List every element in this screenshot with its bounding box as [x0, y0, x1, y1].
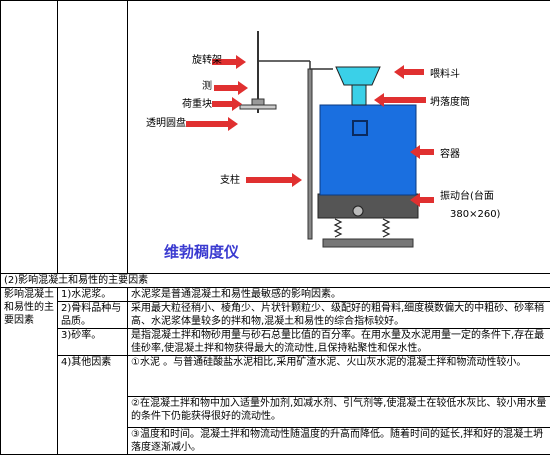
label-load-block: 荷重块 [182, 97, 212, 110]
factor-category-cell: 影响混凝土和易性的主要因素 [0, 287, 58, 455]
label-container: 容器 [440, 147, 460, 160]
diagram-title: 维勃稠度仪 [164, 243, 240, 261]
factor-label-sand-ratio: 3)砂率。 [57, 328, 128, 356]
arrow-load-block [212, 97, 242, 111]
arrow-hopper [394, 65, 424, 79]
other-item-temperature: ③温度和时间。混凝土拌和物流动性随温度的升高而降低。随着时间的延长,拌和好的混凝… [127, 427, 550, 455]
arrow-post [246, 173, 302, 187]
label-vibration-table: 振动台(台面 [440, 189, 494, 202]
label-rotating-frame: 旋转架 [192, 53, 222, 66]
arrow-rod [214, 81, 248, 95]
spring-left [333, 218, 343, 238]
other-item-admixture: ②在混凝土拌和物中加入适量外加剂,如减水剂、引气剂等,使混凝土在较低水灰比、较小… [127, 396, 550, 428]
factor-text-sand-ratio: 是指混凝土拌和物砂用量与砂石总量比值的百分率。在用水量及水泥用量一定的条件下,存… [127, 328, 550, 356]
label-rod: 测 [202, 79, 212, 92]
factor-label-aggregate: 2)骨料品种与品质。 [57, 301, 128, 329]
arrow-container [410, 145, 434, 159]
label-transparent-disc: 透明圆盘 [146, 116, 186, 129]
label-hopper: 喂料斗 [430, 67, 460, 80]
label-post: 支柱 [220, 173, 240, 186]
blank-cell-2 [57, 0, 128, 274]
vibration-table [317, 193, 419, 219]
diagram-svg: 旋转架 测 荷重块 透明圆盘 喂料斗 坍落度筒 容器 支柱 振动台(台面 380… [146, 31, 501, 261]
support-post [307, 68, 313, 240]
vebe-consistometer-diagram: 旋转架 测 荷重块 透明圆盘 喂料斗 坍落度筒 容器 支柱 振动台(台面 380… [127, 0, 550, 274]
base-plate [322, 238, 414, 248]
hopper-funnel [335, 66, 381, 86]
label-fixing-screw: 坍落度筒 [430, 95, 470, 108]
factor-text-aggregate: 采用最大粒径稍小、棱角少、片状针颗粒少、级配好的粗骨料,细度模数偏大的中粗砂、砂… [127, 301, 550, 329]
factor-text-cement: 水泥浆是普通混凝土和易性最敏感的影响因素。 [127, 287, 550, 302]
transparent-disc [239, 104, 277, 110]
section-heading: (2)影响混凝土和易性的主要因素 [0, 273, 550, 288]
load-block [251, 98, 265, 106]
label-vibration-size: 380×260) [450, 209, 501, 220]
arrow-rotating-frame [212, 55, 246, 69]
spring-right [381, 218, 391, 238]
factor-label-other: 4)其他因素 [57, 355, 128, 455]
container-handle [352, 120, 368, 136]
hopper-neck [351, 84, 367, 106]
motor-circle [352, 205, 364, 217]
arrow-vibration-table [410, 193, 434, 207]
arrow-disc [186, 117, 238, 131]
blank-cell-1 [0, 0, 58, 274]
factor-label-cement: 1)水泥浆。 [57, 287, 128, 302]
arrow-fixing-screw [374, 93, 426, 107]
container-body [319, 104, 417, 196]
other-item-cement: ①水泥 。与普通硅酸盐水泥相比,采用矿渣水泥、火山灰水泥的混凝土拌和物流动性较小… [127, 355, 550, 397]
